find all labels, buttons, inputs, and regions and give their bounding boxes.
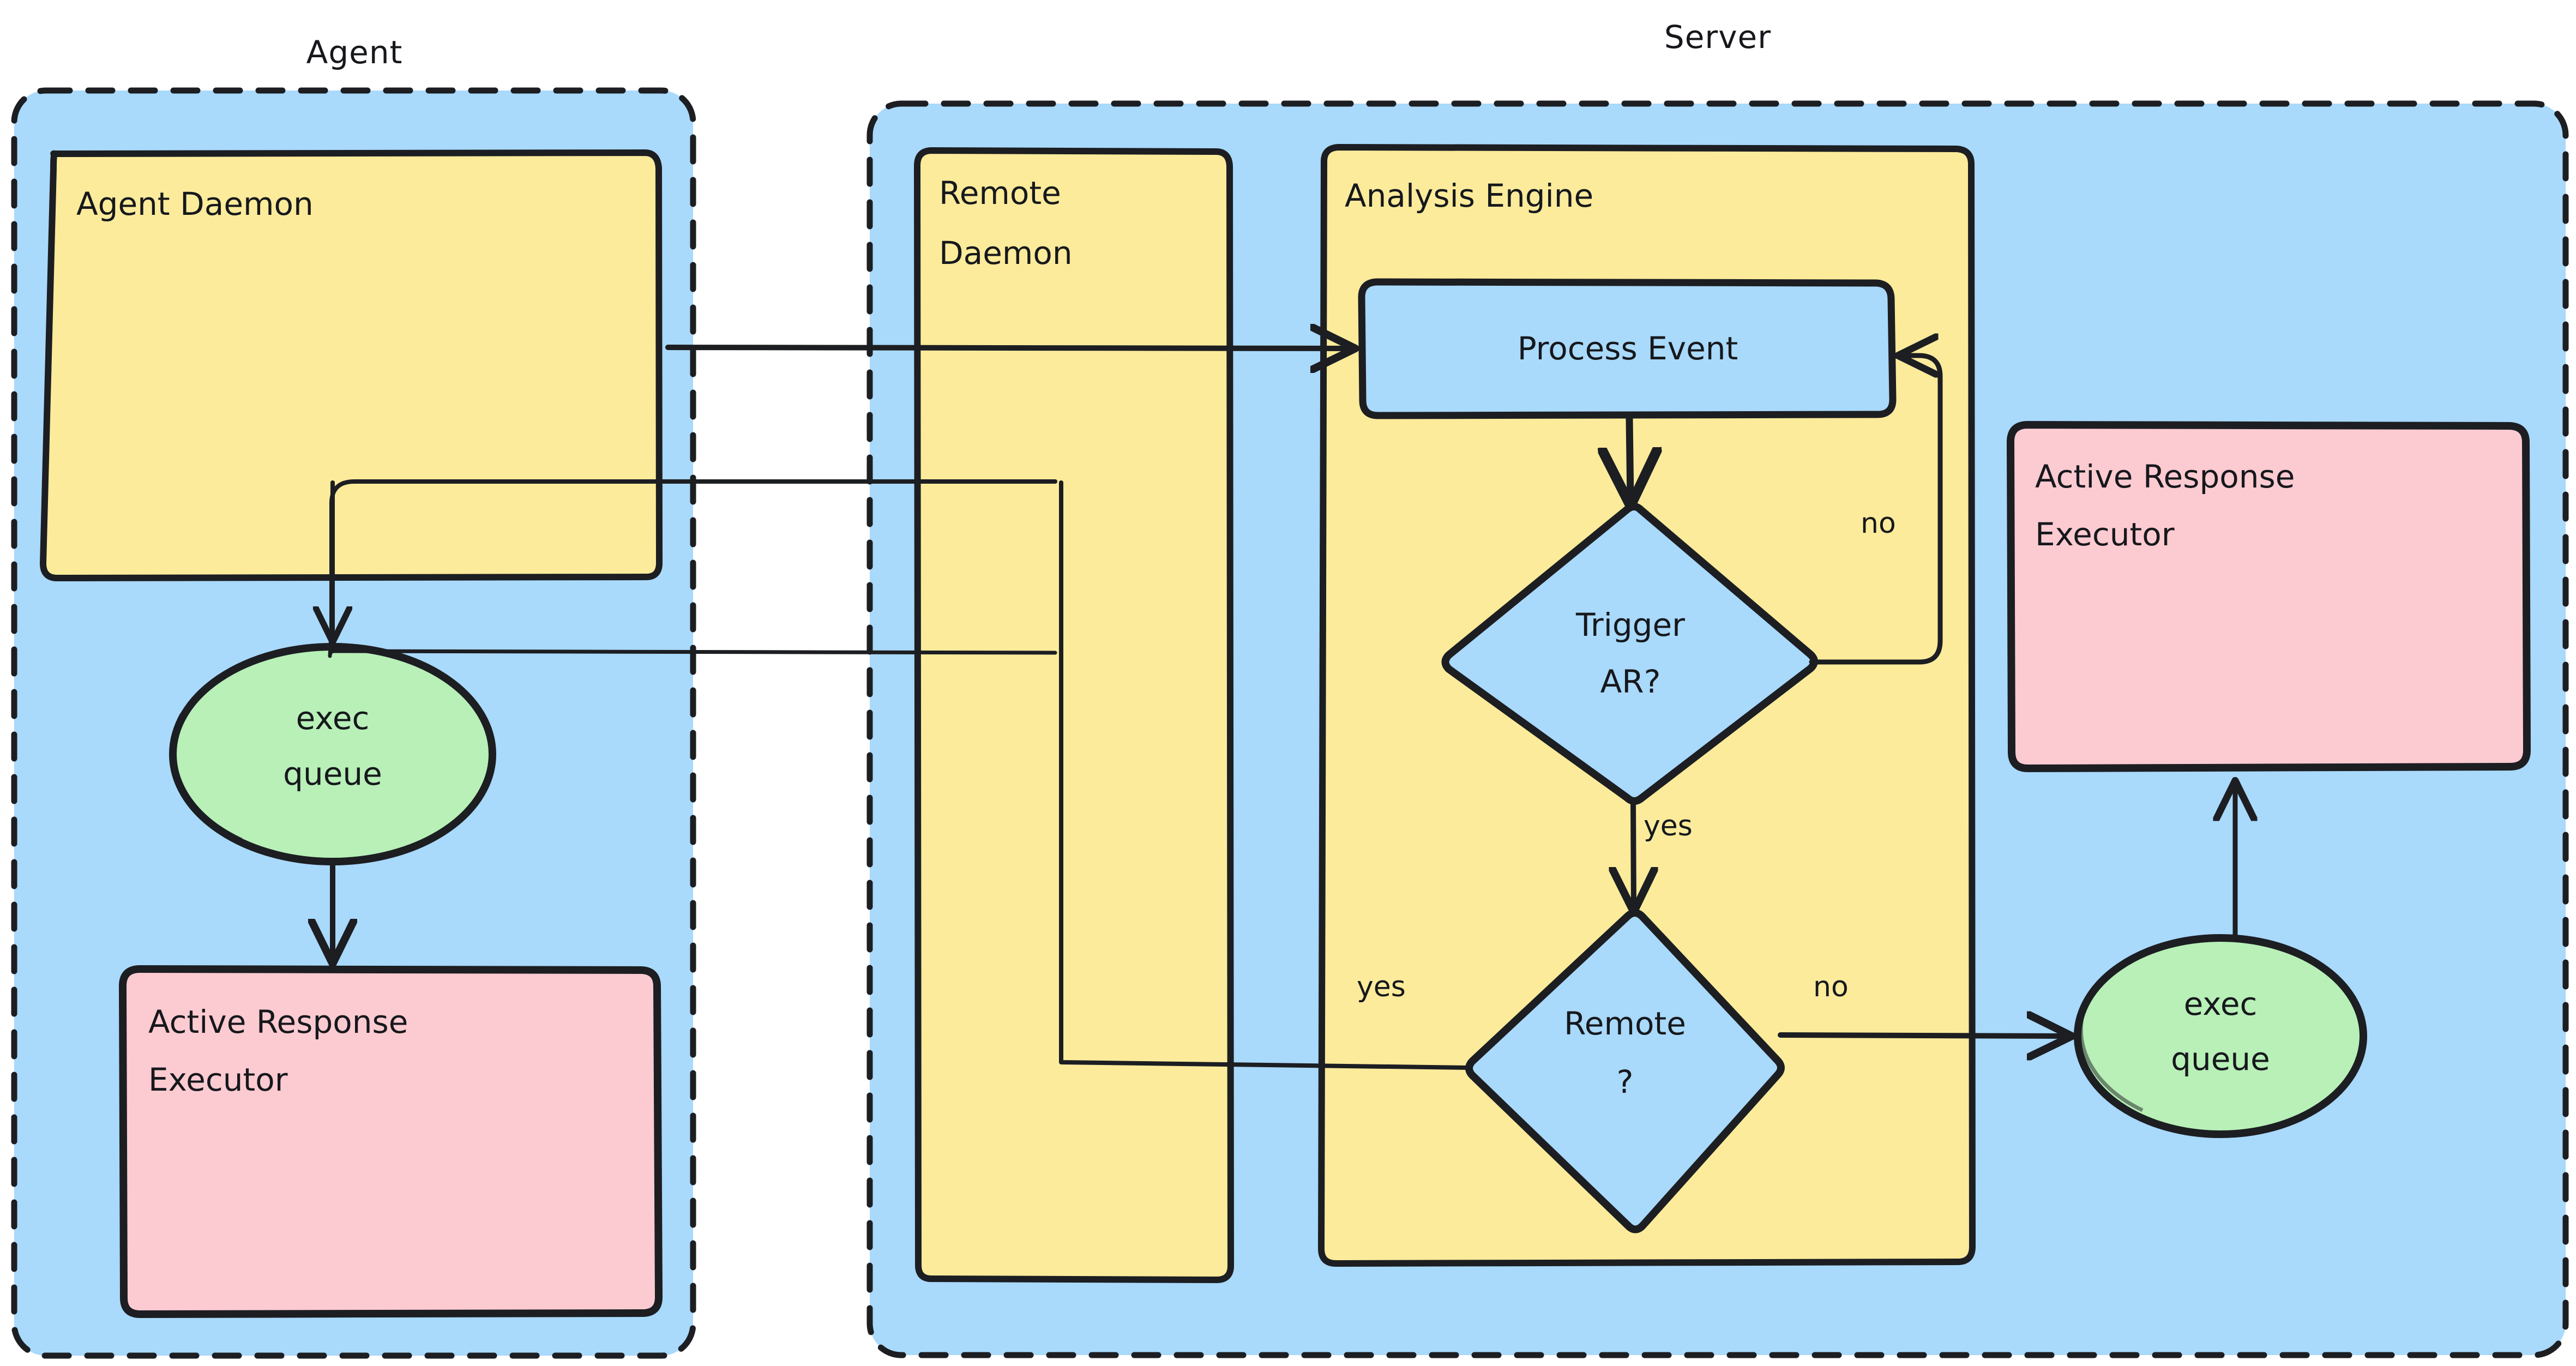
edge-remote-yes-to-remote-daemon [1059, 480, 1472, 1070]
node-server-ar-executor [2007, 421, 2531, 772]
edge-process-event-to-trigger-ar [1629, 415, 1630, 501]
group-remote-daemon [914, 147, 1234, 1283]
node-server-exec-queue [2074, 934, 2367, 1138]
edge-agent-daemon-to-process-event [665, 347, 1351, 348]
node-process-event [1358, 278, 1897, 419]
node-agent-exec-queue [169, 643, 496, 865]
edge-remote-daemon-to-agent-queue [328, 624, 1057, 658]
node-agent-ar-executor [119, 965, 663, 1318]
edge-remote-no-to-server-queue [1778, 1035, 2068, 1036]
group-agent-daemon [40, 149, 663, 581]
edge-trigger-ar-yes-to-remote [1633, 800, 1634, 908]
edge-trigger-ar-no-loop [1809, 356, 1943, 665]
edge-remote-daemon-feedback-horizontal [329, 479, 1057, 629]
